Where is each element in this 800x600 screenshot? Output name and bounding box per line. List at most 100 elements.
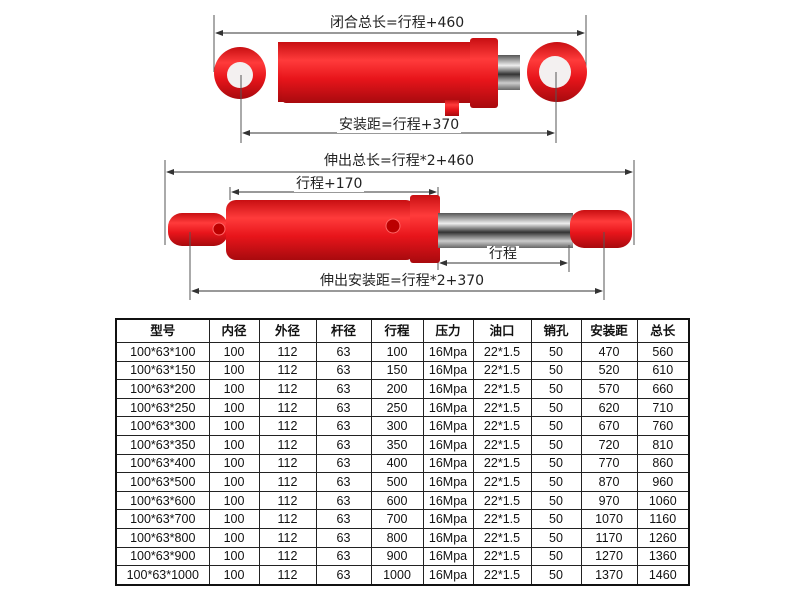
table-cell: 500 xyxy=(370,472,424,492)
table-cell: 50 xyxy=(530,453,582,474)
stroke-label: 行程 xyxy=(487,246,519,262)
table-cell: 63 xyxy=(315,397,372,418)
table-cell: 570 xyxy=(580,379,638,399)
table-cell: 112 xyxy=(258,379,317,399)
table-cell: 350 xyxy=(370,434,424,455)
table-cell: 870 xyxy=(580,472,638,492)
table-cell: 710 xyxy=(636,397,690,418)
table-cell: 22*1.5 xyxy=(472,379,532,399)
table-cell: 1260 xyxy=(636,527,690,548)
table-cell: 22*1.5 xyxy=(472,360,532,381)
table-cell: 16Mpa xyxy=(422,397,474,418)
table-cell: 100*63*600 xyxy=(115,490,210,511)
table-cell: 100 xyxy=(208,342,260,362)
table-cell: 63 xyxy=(315,379,372,399)
table-cell: 800 xyxy=(370,527,424,548)
table-cell: 720 xyxy=(580,434,638,455)
table-cell: 200 xyxy=(370,379,424,399)
closed-total-length-label: 闭合总长=行程+460 xyxy=(328,15,467,31)
table-cell: 100*63*300 xyxy=(115,416,210,436)
extended-mount-distance-label: 伸出安装距=行程*2+370 xyxy=(318,273,487,289)
table-cell: 22*1.5 xyxy=(472,472,532,492)
table-cell: 112 xyxy=(258,509,317,529)
table-cell: 16Mpa xyxy=(422,490,474,511)
table-cell: 50 xyxy=(530,342,582,362)
table-cell: 112 xyxy=(258,342,317,362)
closed-cylinder xyxy=(213,15,587,143)
extended-cylinder xyxy=(164,160,635,300)
table-cell: 63 xyxy=(315,453,372,474)
cylinder-diagrams xyxy=(164,15,635,300)
table-cell: 22*1.5 xyxy=(472,546,532,567)
table-cell: 1270 xyxy=(580,546,638,567)
table-cell: 112 xyxy=(258,453,317,474)
column-header: 销孔 xyxy=(530,318,582,343)
table-cell: 770 xyxy=(580,453,638,474)
table-cell: 22*1.5 xyxy=(472,527,532,548)
table-cell: 100 xyxy=(208,434,260,455)
table-cell: 50 xyxy=(530,416,582,436)
table-cell: 50 xyxy=(530,546,582,567)
table-cell: 100*63*700 xyxy=(115,509,210,529)
column-header: 安装距 xyxy=(580,318,638,343)
table-cell: 610 xyxy=(636,360,690,381)
stroke-plus-170-label: 行程+170 xyxy=(294,176,365,192)
table-cell: 63 xyxy=(315,565,372,586)
table-cell: 1160 xyxy=(636,509,690,529)
table-cell: 63 xyxy=(315,360,372,381)
table-cell: 1060 xyxy=(636,490,690,511)
table-cell: 100*63*1000 xyxy=(115,565,210,586)
table-cell: 100 xyxy=(208,472,260,492)
table-cell: 600 xyxy=(370,490,424,511)
table-cell: 50 xyxy=(530,397,582,418)
table-cell: 112 xyxy=(258,490,317,511)
table-cell: 100*63*150 xyxy=(115,360,210,381)
table-cell: 810 xyxy=(636,434,690,455)
table-cell: 100 xyxy=(208,416,260,436)
column-header: 杆径 xyxy=(315,318,372,343)
table-cell: 100*63*900 xyxy=(115,546,210,567)
table-cell: 1000 xyxy=(370,565,424,586)
table-cell: 50 xyxy=(530,434,582,455)
table-cell: 112 xyxy=(258,360,317,381)
table-cell: 50 xyxy=(530,565,582,586)
table-cell: 760 xyxy=(636,416,690,436)
table-cell: 100 xyxy=(370,342,424,362)
table-cell: 50 xyxy=(530,509,582,529)
table-cell: 700 xyxy=(370,509,424,529)
table-cell: 112 xyxy=(258,527,317,548)
table-cell: 16Mpa xyxy=(422,565,474,586)
table-cell: 100*63*800 xyxy=(115,527,210,548)
table-cell: 300 xyxy=(370,416,424,436)
table-cell: 1460 xyxy=(636,565,690,586)
column-header: 内径 xyxy=(208,318,260,343)
table-cell: 63 xyxy=(315,416,372,436)
table-cell: 63 xyxy=(315,527,372,548)
table-cell: 1360 xyxy=(636,546,690,567)
column-header: 总长 xyxy=(636,318,690,343)
table-cell: 100 xyxy=(208,527,260,548)
closed-mount-distance-label: 安装距=行程+370 xyxy=(337,117,462,133)
table-cell: 50 xyxy=(530,360,582,381)
table-cell: 620 xyxy=(580,397,638,418)
table-cell: 400 xyxy=(370,453,424,474)
table-cell: 22*1.5 xyxy=(472,434,532,455)
table-cell: 50 xyxy=(530,472,582,492)
table-cell: 63 xyxy=(315,509,372,529)
table-header-row: 型号内径外径杆径行程压力油口销孔安装距总长 xyxy=(115,318,690,343)
table-cell: 1370 xyxy=(580,565,638,586)
table-cell: 22*1.5 xyxy=(472,509,532,529)
table-cell: 16Mpa xyxy=(422,342,474,362)
table-cell: 112 xyxy=(258,416,317,436)
